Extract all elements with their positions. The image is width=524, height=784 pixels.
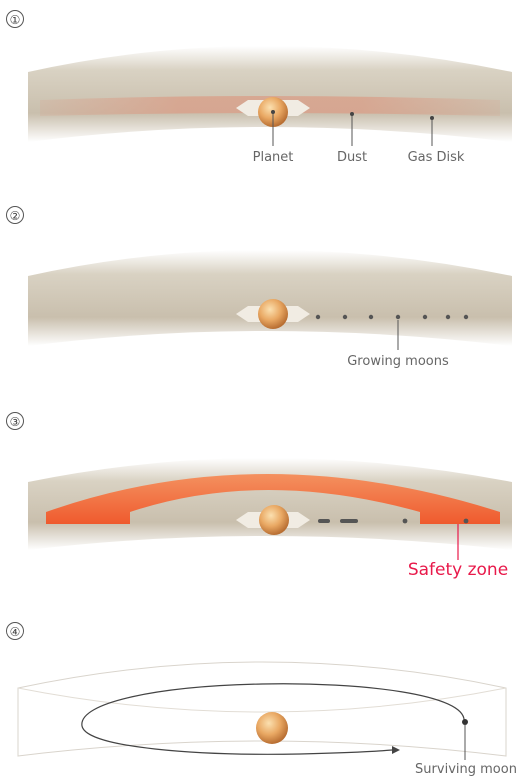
planet-4	[256, 712, 288, 744]
label-surviving-moon: Surviving moon	[415, 762, 517, 777]
step-1-illustration	[0, 0, 524, 196]
panel-step-1: ①	[0, 0, 524, 196]
label-growing-moons: Growing moons	[347, 354, 449, 369]
planet-2	[258, 299, 288, 329]
surviving-moon	[462, 719, 468, 725]
label-safety-zone: Safety zone	[408, 560, 508, 580]
step-2-illustration	[0, 196, 524, 400]
step-4-illustration	[0, 610, 524, 784]
disk-outline	[18, 662, 506, 756]
planet-3	[259, 505, 289, 535]
gas-disk-shape	[28, 250, 512, 346]
label-planet: Planet	[253, 150, 294, 165]
gas-disk-shape	[28, 46, 512, 142]
orbit-arrow	[392, 746, 400, 754]
label-dust: Dust	[337, 150, 367, 165]
panel-step-2: ② Growing moons	[0, 196, 524, 400]
panel-step-4: ④ Surviving moon	[0, 610, 524, 784]
panel-step-3: ③ Safety zone	[0, 400, 524, 610]
label-gas-disk: Gas Disk	[408, 150, 465, 165]
